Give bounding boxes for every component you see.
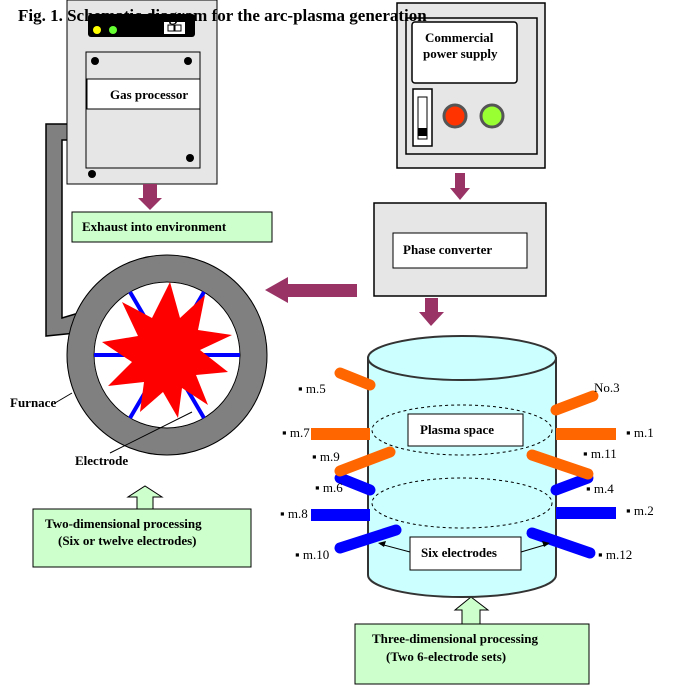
furnace (66, 254, 268, 456)
electrode-7 (311, 428, 370, 440)
two-dimensional-box (32, 508, 252, 568)
phase-converter-label: Phase converter (403, 242, 492, 257)
electrode-12 (526, 527, 596, 559)
label-no12: ▪ m.12 (598, 547, 632, 562)
arrow-up-icon (453, 596, 490, 625)
electrode-5 (334, 367, 376, 391)
red-lamp-icon (442, 103, 468, 129)
green-lamp-icon (479, 103, 505, 129)
yellow-light-icon (93, 26, 101, 34)
two-dim-line1: Two-dimensional processing (45, 516, 202, 531)
label-no7: ▪ m.7 (282, 425, 310, 440)
arc-plasma-star (102, 282, 232, 418)
power-supply-label-1: Commercial (425, 30, 494, 45)
three-dimensional-box (354, 623, 590, 685)
label-no2: ▪ m.2 (626, 503, 654, 518)
electrode-2 (556, 507, 616, 519)
electrode-6 (334, 472, 376, 496)
power-supply-label-2: power supply (423, 46, 498, 61)
figure-title: Fig. 1. Schematic diagram for the arc-pl… (18, 6, 427, 25)
gas-processor: Gas processor (66, 0, 218, 185)
six-electrodes-label: Six electrodes (421, 545, 497, 560)
three-dim-line2: (Two 6-electrode sets) (386, 649, 506, 664)
electrode-8 (311, 509, 370, 521)
label-no8: ▪ m.8 (280, 506, 308, 521)
label-no11: ▪ m.11 (583, 446, 617, 461)
electrode-9 (334, 446, 396, 477)
arrow-down-icon (138, 184, 162, 210)
label-no4: ▪ m.4 (586, 481, 614, 496)
exhaust-label: Exhaust into environment (82, 219, 227, 234)
label-no5: ▪ m.5 (298, 381, 326, 396)
electrode-1 (556, 428, 616, 440)
label-no9: ▪ m.9 (312, 449, 340, 464)
exhaust-box (71, 211, 273, 243)
arrow-up-icon (126, 485, 164, 510)
electrode-3 (550, 390, 599, 416)
label-no10: ▪ m.10 (295, 547, 329, 562)
label-no1: ▪ m.1 (626, 425, 654, 440)
arrow-left-icon (265, 277, 357, 303)
electrode-10 (334, 524, 402, 554)
arrow-down-icon (450, 173, 470, 200)
gas-processor-label: Gas processor (110, 87, 188, 102)
electrode-label: Electrode (75, 453, 128, 468)
label-no3: No.3 (594, 380, 620, 395)
electrode-4 (550, 472, 594, 496)
two-dim-line2: (Six or twelve electrodes) (58, 533, 197, 548)
electrode-11 (526, 449, 594, 480)
plasma-space-label: Plasma space (420, 422, 494, 437)
switch-icon (412, 88, 433, 147)
furnace-label: Furnace (10, 395, 56, 410)
three-dim-line1: Three-dimensional processing (372, 631, 539, 646)
green-light-icon (109, 26, 117, 34)
arrow-down-icon (419, 298, 444, 326)
commercial-power-supply: Commercial power supply (396, 2, 546, 169)
label-no6: ▪ m.6 (315, 480, 343, 495)
